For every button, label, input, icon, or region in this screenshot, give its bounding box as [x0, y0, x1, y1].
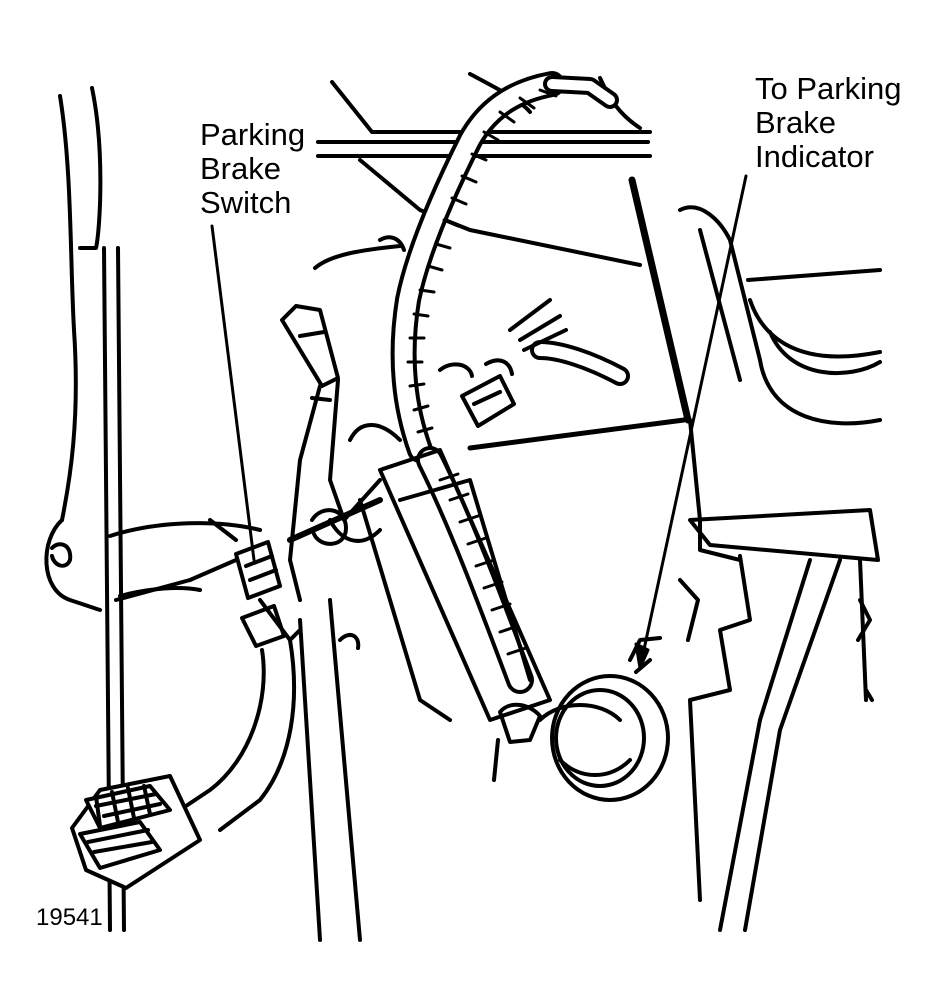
callout-line: Switch [200, 185, 292, 220]
wiring-harness [378, 71, 630, 694]
parking-brake-switch [188, 518, 302, 648]
figure-number: 19541 [36, 904, 103, 931]
parking-brake-indicator-label: To Parking Brake Indicator [755, 72, 901, 174]
brake-lever [280, 304, 382, 602]
mounting-bracket [298, 423, 552, 942]
indicator-grommet [492, 636, 670, 802]
brake-cable [108, 497, 383, 602]
callout-line: Indicator [755, 139, 874, 174]
console-structure [678, 205, 882, 932]
dash-frame [313, 72, 652, 270]
callout-line: Brake [755, 105, 836, 140]
callout-line: To Parking [755, 71, 902, 106]
linkage-rod [467, 176, 692, 451]
brake-pedal [70, 638, 297, 890]
parking-brake-switch-label: Parking Brake Switch [200, 118, 305, 220]
callout-line: Brake [200, 151, 281, 186]
callout-line: Parking [200, 117, 306, 152]
harness-connectors [438, 358, 516, 428]
callout-leaders [210, 174, 748, 670]
